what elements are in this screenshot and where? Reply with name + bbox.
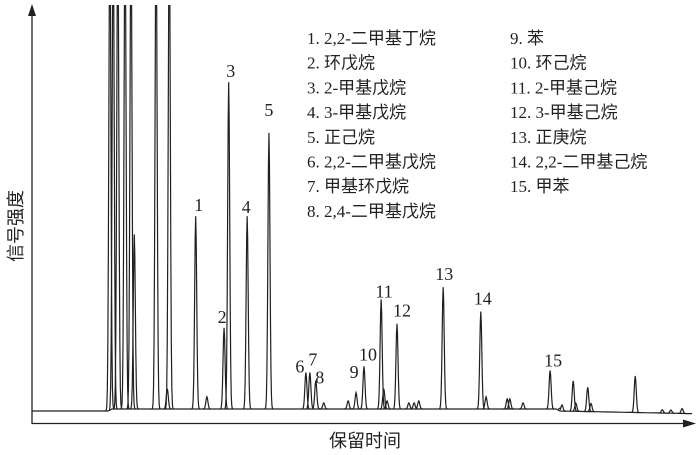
legend-entry: 5. 正己烷 [307, 128, 375, 147]
peak-unlabeled [151, 5, 161, 410]
legend-entry: 11. 2-甲基己烷 [510, 78, 617, 97]
peak-4 [242, 216, 252, 410]
peak-label-1: 1 [194, 195, 203, 215]
peak-label-15: 15 [544, 350, 562, 370]
peak-label-6: 6 [295, 357, 304, 377]
x-axis-arrow-icon [683, 419, 696, 428]
peak-label-8: 8 [315, 368, 324, 388]
legend-entry: 13. 正庚烷 [510, 128, 587, 147]
peak-unlabeled [120, 5, 130, 410]
peak-unlabeled [631, 375, 640, 414]
peak-8 [311, 380, 320, 410]
x-axis-label: 保留时间 [329, 431, 401, 452]
peak-unlabeled [108, 5, 118, 412]
peak-1 [191, 216, 201, 410]
peak-14 [476, 311, 486, 410]
peak-3 [224, 82, 234, 410]
peak-unlabeled [583, 387, 592, 413]
peak-unlabeled [164, 5, 174, 410]
peak-label-2: 2 [218, 307, 227, 327]
legend-entry: 15. 甲苯 [510, 177, 570, 196]
peak-unlabeled [202, 395, 212, 410]
legend-entry: 7. 甲基环戊烷 [307, 177, 409, 196]
peak-label-14: 14 [474, 289, 492, 309]
peak-9 [351, 390, 361, 410]
peak-label-4: 4 [242, 197, 251, 217]
peak-15 [545, 370, 555, 410]
peak-unlabeled [658, 409, 667, 414]
peak-unlabeled [518, 401, 528, 410]
peak-13 [438, 287, 448, 410]
peak-unlabeled [557, 403, 567, 412]
peak-unlabeled [505, 397, 514, 410]
peak-label-10: 10 [359, 344, 377, 364]
peak-12 [392, 323, 402, 410]
chromatogram-trace [32, 5, 692, 415]
x-axis [32, 419, 696, 428]
peak-unlabeled [126, 5, 136, 410]
peak-5 [264, 132, 274, 410]
peak-unlabeled [319, 401, 328, 410]
peak-unlabeled [410, 401, 419, 410]
peak-unlabeled [382, 399, 392, 410]
legend-entry: 14. 2,2-二甲基己烷 [510, 153, 647, 172]
peak-2 [219, 327, 229, 410]
peak-unlabeled [163, 388, 172, 410]
peak-unlabeled [503, 397, 512, 410]
peak-unlabeled [586, 402, 596, 413]
peak-unlabeled [105, 5, 115, 412]
peak-unlabeled [481, 395, 491, 410]
peak-unlabeled [344, 399, 353, 410]
legend-entry: 10. 环己烷 [510, 54, 587, 73]
legend-entry: 6. 2,2-二甲基戊烷 [307, 153, 436, 172]
peak-label-9: 9 [350, 362, 359, 382]
peak-unlabeled [129, 234, 139, 410]
peak-label-12: 12 [393, 301, 411, 321]
baseline [32, 408, 692, 415]
peak-label-13: 13 [435, 264, 453, 284]
legend-entry: 3. 2-甲基戊烷 [307, 78, 406, 97]
legend: 1. 2,2-二甲基丁烷 2. 环戊烷 3. 2-甲基戊烷 4. 3-甲基戊烷 5. 正… [307, 29, 647, 221]
peak-label-7: 7 [308, 350, 317, 370]
legend-entry: 1. 2,2-二甲基丁烷 [307, 29, 436, 48]
peak-label-3: 3 [226, 61, 235, 81]
peak-unlabeled [113, 5, 123, 410]
peak-unlabeled [569, 380, 578, 412]
legend-entry: 8. 2,4-二甲基戊烷 [307, 202, 436, 221]
y-axis [28, 4, 36, 424]
peak-unlabeled [379, 388, 388, 410]
peak-6 [301, 372, 311, 410]
peak-unlabeled [571, 401, 580, 412]
y-axis-label: 信号强度 [6, 190, 27, 262]
legend-entry: 4. 3-甲基戊烷 [307, 103, 406, 122]
peak-label-5: 5 [264, 100, 273, 120]
y-axis-arrow-icon [28, 4, 36, 16]
peak-label-11: 11 [375, 281, 392, 301]
peak-10 [359, 366, 369, 410]
legend-entry: 2. 环戊烷 [307, 54, 375, 73]
peak-unlabeled [678, 407, 687, 415]
legend-entry: 9. 苯 [510, 29, 544, 48]
peak-11 [376, 299, 386, 410]
peak-unlabeled [666, 409, 675, 414]
legend-entry: 12. 3-甲基己烷 [510, 103, 618, 122]
peak-unlabeled [414, 399, 423, 410]
